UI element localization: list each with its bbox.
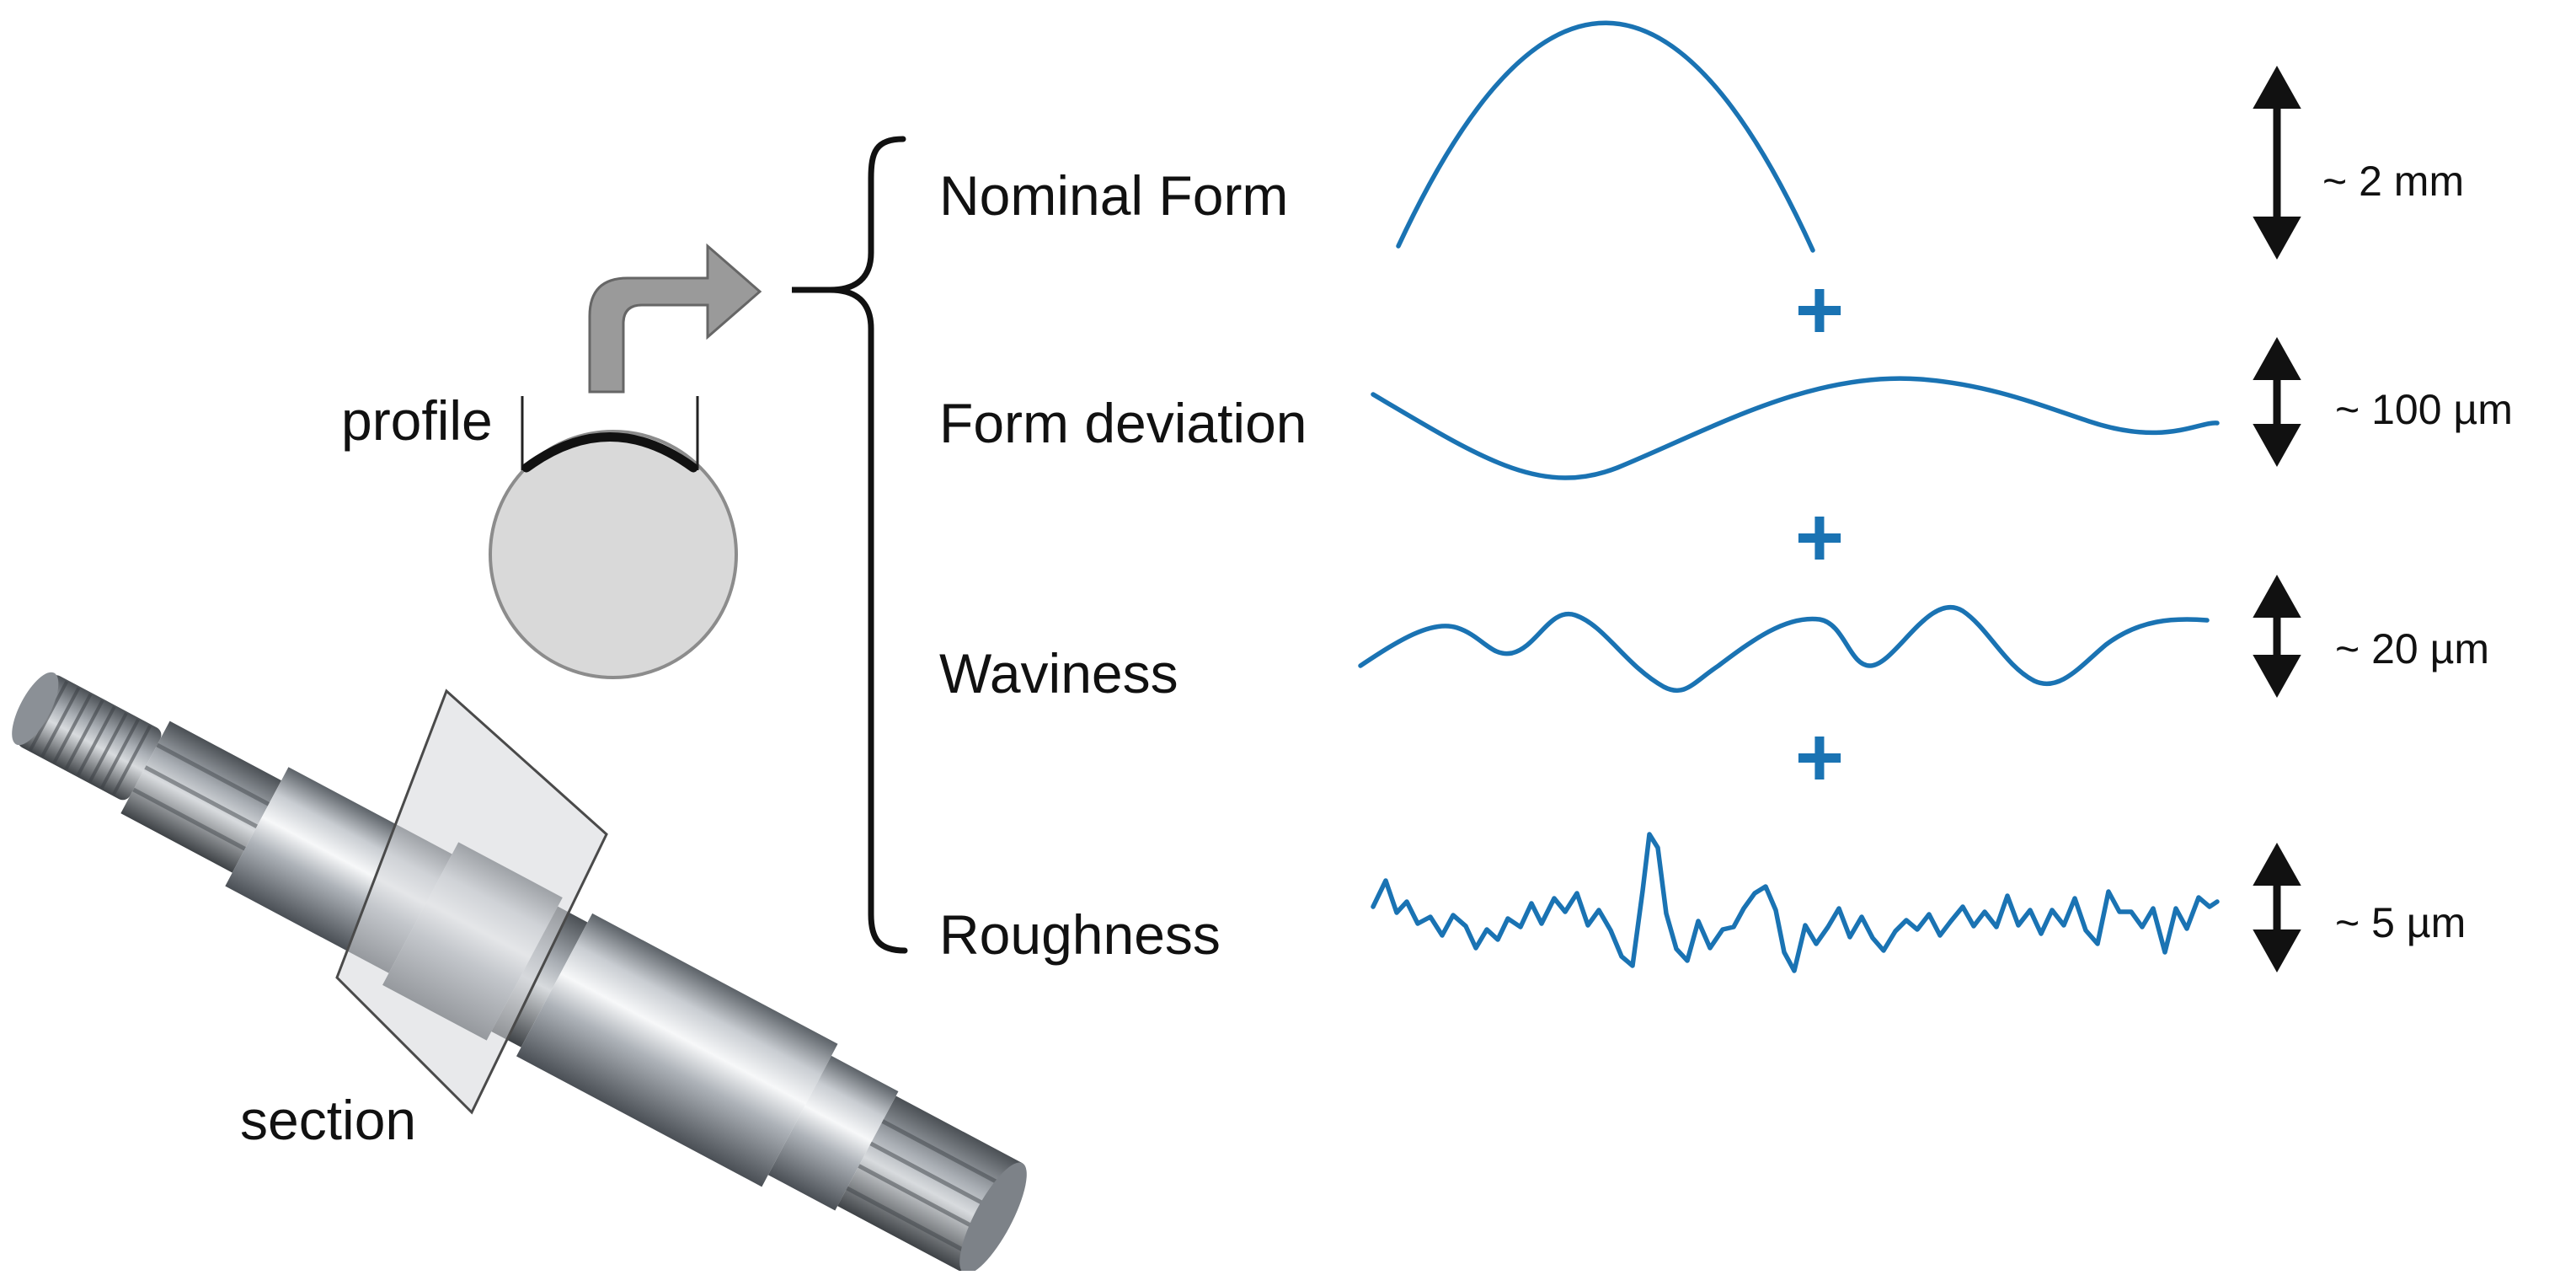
curly-brace [826, 136, 908, 954]
double-arrow-icon-form-deviation [2253, 336, 2301, 468]
shaft-thread-grooves [29, 680, 152, 796]
cross-section-disc [489, 430, 738, 679]
shaft-right-face [959, 1162, 1027, 1274]
plus-sign-1: + [1795, 263, 1844, 357]
magnitude-label-waviness: ~ 20 µm [2335, 625, 2489, 672]
profile-label: profile [341, 389, 493, 452]
bent-arrow-icon [588, 243, 762, 394]
shaft-end-face [12, 672, 59, 746]
nominal-form-curve [1396, 20, 1815, 253]
roughness-curve [1371, 832, 2220, 973]
component-label-waviness: Waviness [939, 642, 1178, 704]
section-label: section [240, 1089, 416, 1151]
profile-arc [521, 432, 698, 473]
form-deviation-curve [1371, 376, 2220, 480]
double-arrow-icon-roughness [2253, 842, 2301, 973]
double-arrow-icon-waviness [2253, 574, 2301, 699]
plus-sign-2: + [1795, 490, 1844, 585]
component-label-form-deviation: Form deviation [939, 392, 1307, 454]
magnitude-label-roughness: ~ 5 µm [2335, 899, 2466, 946]
component-label-nominal-form: Nominal Form [939, 164, 1288, 227]
waviness-curve [1358, 604, 2210, 694]
shaft-step [767, 1055, 899, 1211]
shaft-journal-2 [516, 913, 838, 1187]
double-arrow-icon-nominal-form [2253, 65, 2301, 260]
section-plane [335, 688, 608, 1115]
plus-sign-3: + [1795, 710, 1844, 805]
magnitude-label-form-deviation: ~ 100 µm [2335, 386, 2513, 433]
component-label-roughness: Roughness [939, 903, 1221, 966]
magnitude-label-nominal-form: ~ 2 mm [2322, 158, 2464, 205]
